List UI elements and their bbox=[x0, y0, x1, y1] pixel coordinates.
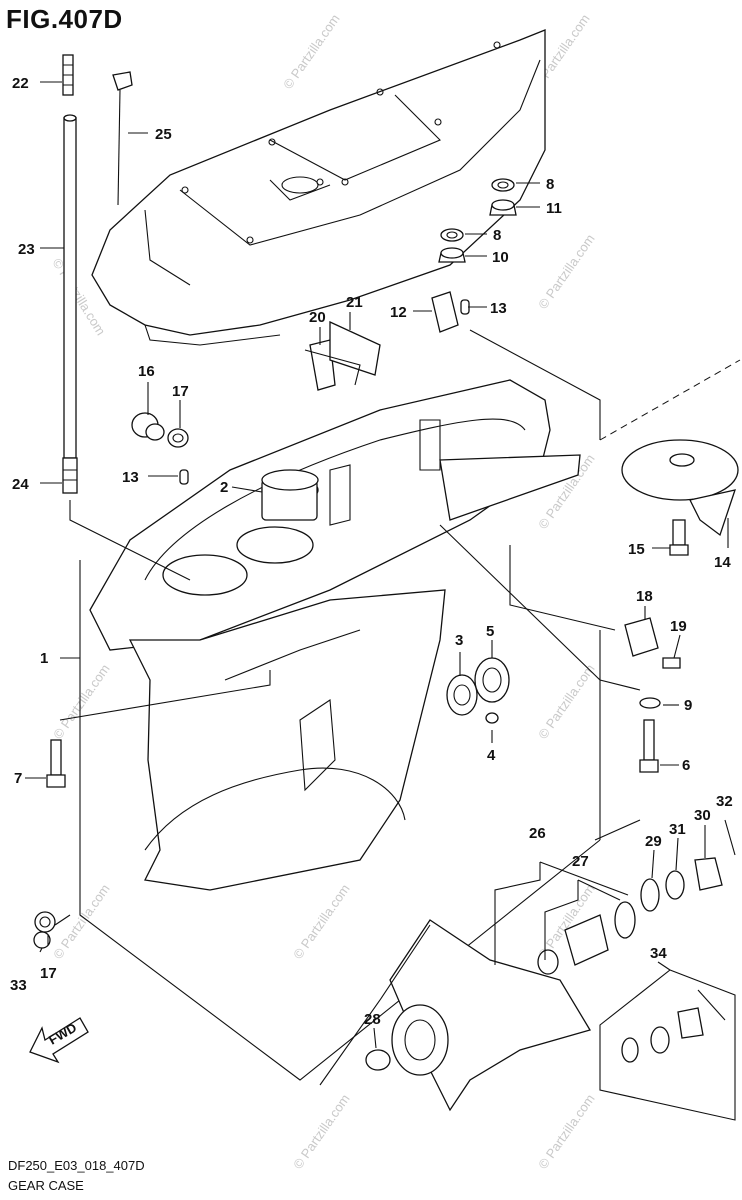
anti-ventilation-plate bbox=[91, 29, 546, 346]
callout-labels: 1 2 3 4 5 6 7 8 8 9 10 11 12 13 13 14 15… bbox=[10, 75, 733, 1028]
callout-label: 28 bbox=[364, 1011, 381, 1028]
callout-label: 13 bbox=[122, 469, 139, 486]
watermark: © Partzilla.com bbox=[50, 661, 113, 741]
callout-label: 27 bbox=[572, 853, 589, 870]
callout-label: 10 bbox=[492, 249, 509, 266]
watermark: © Partzilla.com bbox=[280, 11, 343, 91]
callout-label: 3 bbox=[455, 632, 463, 649]
callout-label: 26 bbox=[529, 825, 546, 842]
watermark: © Partzilla.com bbox=[535, 661, 598, 741]
callout-label: 22 bbox=[12, 75, 29, 92]
parts-small bbox=[29, 54, 739, 1121]
callout-label: 17 bbox=[172, 383, 189, 400]
callout-label: 8 bbox=[493, 227, 501, 244]
watermark: © Partzilla.com bbox=[290, 881, 353, 961]
callout-label: 17 bbox=[40, 965, 57, 982]
callout-label: 21 bbox=[346, 294, 363, 311]
callout-label: 9 bbox=[684, 697, 692, 714]
callout-label: 20 bbox=[309, 309, 326, 326]
callout-label: 24 bbox=[12, 476, 29, 493]
callout-label: 8 bbox=[546, 176, 554, 193]
callout-label: 13 bbox=[490, 300, 507, 317]
watermark: © Partzilla.com bbox=[535, 1091, 598, 1171]
callout-label: 34 bbox=[650, 945, 667, 962]
callout-label: 33 bbox=[10, 977, 27, 994]
callout-label: 25 bbox=[155, 126, 172, 143]
callout-label: 15 bbox=[628, 541, 645, 558]
drawing-code: DF250_E03_018_407D bbox=[8, 1158, 145, 1173]
watermark: © Partzilla.com bbox=[290, 1091, 353, 1171]
callout-label: 12 bbox=[390, 304, 407, 321]
callout-label: 5 bbox=[486, 623, 494, 640]
watermark: © Partzilla.com bbox=[535, 231, 598, 311]
callout-label: 11 bbox=[546, 200, 562, 217]
callout-label: 23 bbox=[18, 241, 35, 258]
callout-label: 16 bbox=[138, 363, 155, 380]
callout-label: 2 bbox=[220, 479, 228, 496]
callout-label: 1 bbox=[40, 650, 48, 667]
figure-title: FIG.407D bbox=[6, 4, 123, 34]
callout-label: 30 bbox=[694, 807, 711, 824]
callout-label: 19 bbox=[670, 618, 687, 635]
callout-label: 14 bbox=[714, 554, 731, 571]
callout-label: 7 bbox=[14, 770, 22, 787]
callout-label: 31 bbox=[669, 821, 686, 838]
callout-label: 32 bbox=[716, 793, 733, 810]
callout-label: 29 bbox=[645, 833, 662, 850]
leader-lines bbox=[25, 81, 729, 1049]
callout-label: 4 bbox=[487, 747, 496, 764]
callout-label: 6 bbox=[682, 757, 690, 774]
gear-case-housing bbox=[89, 379, 581, 891]
assembly-name: GEAR CASE bbox=[8, 1178, 84, 1193]
callout-label: 18 bbox=[636, 588, 653, 605]
